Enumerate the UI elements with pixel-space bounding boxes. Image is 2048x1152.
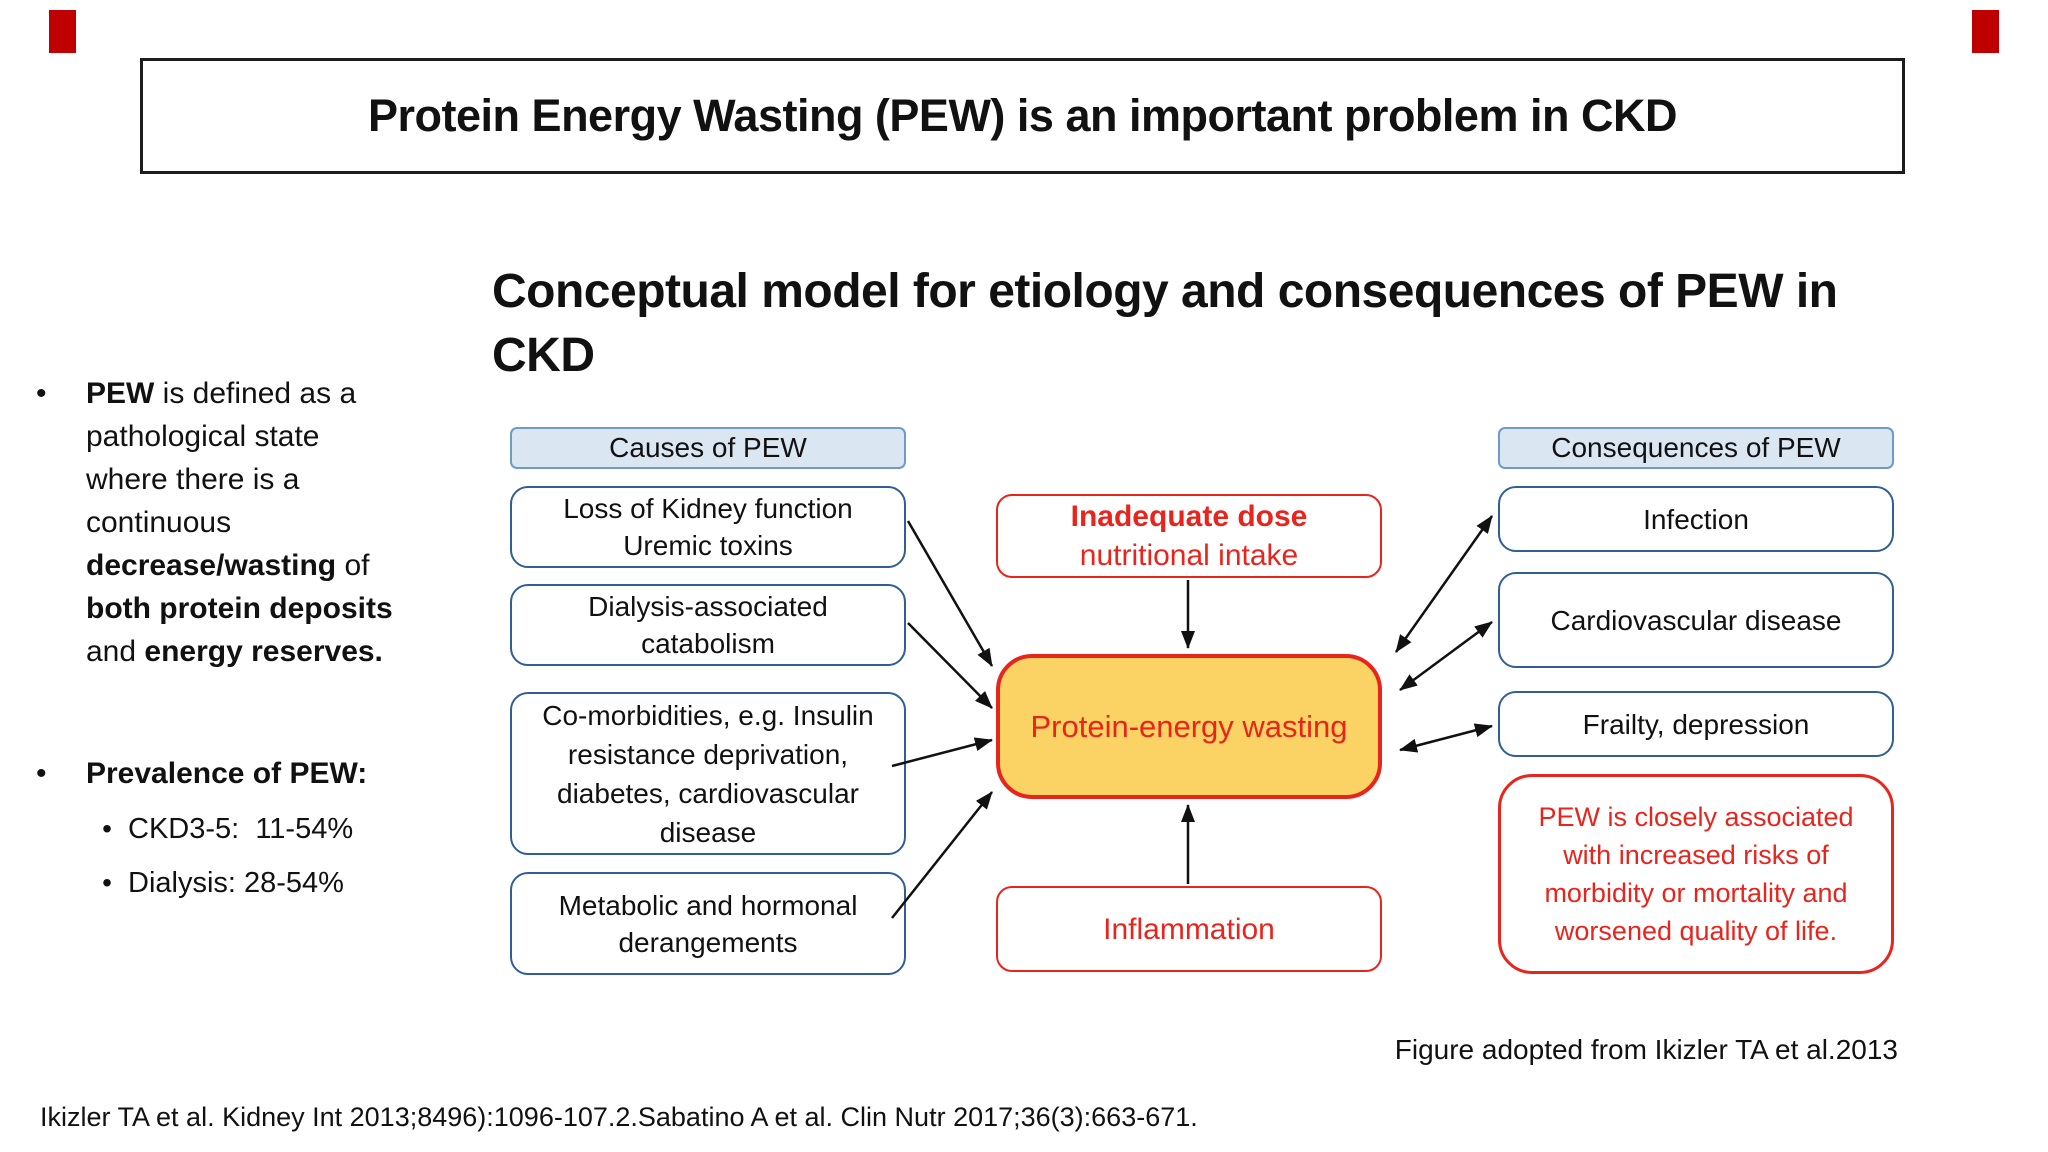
inadequate-dose-line2: nutritional intake [1079, 539, 1299, 572]
prevalence-dialysis-value: Dialysis: 28-54% [128, 867, 344, 899]
corner-bar-right [1972, 10, 1999, 53]
prevalence-label: Prevalence of PEW: [86, 757, 368, 790]
pew-box: Protein-energy wasting [996, 654, 1382, 799]
cause-box-metabolic: Metabolic and hormonal derangements [510, 872, 906, 975]
sub-bullet-dialysis: • Dialysis: 28-54% [86, 863, 446, 903]
bullet-dot: • [102, 813, 112, 844]
definition-bullet: • PEW is defined as a pathological state… [36, 372, 408, 673]
arrow-kidney-to-pew [906, 520, 994, 667]
consequence-box-frailty: Frailty, depression [1498, 691, 1894, 757]
arrow-metabolic-to-pew [891, 791, 993, 919]
prevalence-ckd-value: CKD3-5: 11-54% [128, 813, 354, 845]
arrow-dialysis-to-pew [907, 622, 993, 709]
inadequate-dose-box: Inadequate dose nutritional intake [996, 494, 1382, 578]
diagram-heading: Conceptual model for etiology and conseq… [492, 265, 1838, 382]
arrow-pew-frailty [1399, 723, 1493, 753]
citation: Ikizler TA et al. Kidney Int 2013;8496):… [40, 1102, 1198, 1132]
page-title: Protein Energy Wasting (PEW) is an impor… [368, 90, 1677, 141]
cause-box-dialysis: Dialysis-associated catabolism [510, 584, 906, 666]
definition-seg: and [86, 635, 145, 668]
arrow-pew-infection [1394, 515, 1494, 653]
consequence-box-cardiovascular: Cardiovascular disease [1498, 572, 1894, 668]
consequence-box-infection: Infection [1498, 486, 1894, 552]
definition-bold-decrease: decrease/wasting [86, 549, 337, 582]
definition-text: PEW is defined as a pathological state w… [86, 372, 408, 673]
arrow-comorbidities-to-pew [891, 737, 993, 768]
bullet-dot: • [36, 377, 47, 410]
definition-bold-protein: both protein deposits [86, 592, 393, 625]
sub-bullet-ckd: • CKD3-5: 11-54% [86, 809, 446, 849]
bullet-dot: • [36, 757, 47, 790]
inadequate-dose-line1: Inadequate dose [1070, 500, 1308, 533]
title-banner: Protein Energy Wasting (PEW) is an impor… [140, 58, 1905, 174]
definition-seg: of [336, 549, 370, 582]
prevalence-bullet: • Prevalence of PEW: • CKD3-5: 11-54% • … [36, 752, 446, 903]
cause-box-kidney: Loss of Kidney function Uremic toxins [510, 486, 906, 568]
causes-header: Causes of PEW [510, 427, 906, 469]
pew-risk-note: PEW is closely associated with increased… [1498, 774, 1894, 974]
corner-bar-left [49, 10, 76, 53]
figure-credit: Figure adopted from Ikizler TA et al.201… [1394, 1034, 1898, 1065]
definition-bold-energy: energy reserves. [144, 635, 383, 668]
definition-seg: is defined as a pathological state where… [86, 377, 357, 539]
arrow-pew-cardiovascular [1399, 620, 1493, 692]
definition-bold-pew: PEW [86, 377, 155, 410]
inflammation-box: Inflammation [996, 886, 1382, 972]
bullet-dot: • [102, 867, 112, 898]
consequences-header: Consequences of PEW [1498, 427, 1894, 469]
cause-box-comorbidities: Co-morbidities, e.g. Insulin resistance … [510, 692, 906, 855]
